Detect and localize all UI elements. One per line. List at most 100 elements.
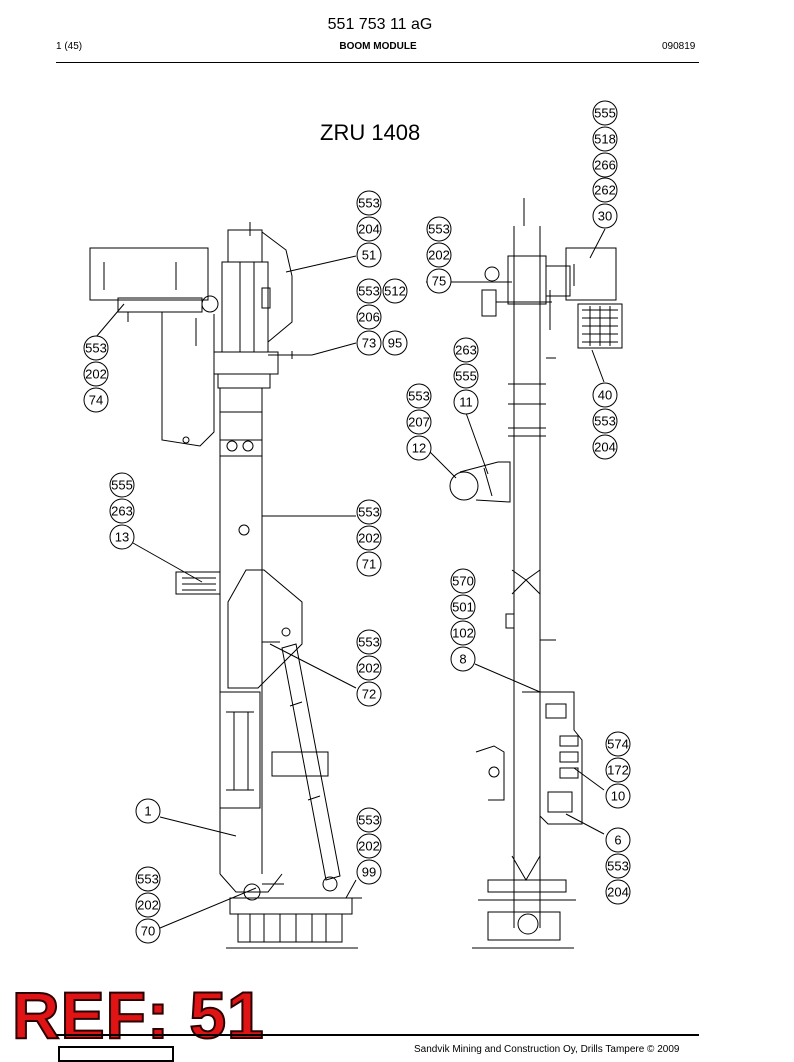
callout-circle — [592, 434, 618, 460]
callout-number: 555 — [455, 369, 477, 384]
callout-number: 207 — [408, 415, 430, 430]
doc-date: 090819 — [662, 41, 696, 52]
footer-text: Sandvik Mining and Construction Oy, Dril… — [414, 1044, 680, 1055]
callout-number: 202 — [85, 367, 107, 382]
model-title: ZRU 1408 — [320, 120, 421, 145]
callout-number: 553 — [594, 414, 616, 429]
callout-number: 266 — [594, 158, 616, 173]
callout-circle — [450, 568, 476, 594]
callout-circle — [453, 389, 479, 415]
footer-rule — [56, 1034, 699, 1036]
callout-circle — [406, 435, 432, 461]
callout-number: 51 — [362, 248, 376, 263]
callout-circle — [356, 833, 382, 859]
callout-number: 202 — [358, 531, 380, 546]
callout-number: 204 — [358, 222, 380, 237]
callout-number: 40 — [598, 388, 612, 403]
callout-number: 13 — [115, 530, 129, 545]
callout-circle — [406, 383, 432, 409]
right-boom-view — [449, 198, 623, 949]
callout-number: 1 — [144, 804, 151, 819]
callout-number: 553 — [358, 196, 380, 211]
callout-number: 262 — [594, 183, 616, 198]
callout-circle — [605, 853, 631, 879]
callout-number: 72 — [362, 687, 376, 702]
callout-circle — [592, 126, 618, 152]
callout-circle — [453, 337, 479, 363]
callout-number: 8 — [459, 652, 466, 667]
callout-number: 555 — [111, 478, 133, 493]
callout-circle — [83, 335, 109, 361]
callout-number: 71 — [362, 557, 376, 572]
callout-number: 204 — [607, 885, 629, 900]
callout-circle — [382, 330, 408, 356]
callout-circle — [605, 879, 631, 905]
brand-logo — [58, 1046, 174, 1062]
callout-number: 10 — [611, 789, 625, 804]
callout-number: 553 — [358, 813, 380, 828]
header-rule — [56, 62, 699, 63]
callout-circle — [382, 278, 408, 304]
callout-circle — [592, 203, 618, 229]
callout-circle — [426, 268, 452, 294]
callout-number: 172 — [607, 763, 629, 778]
callout-number: 6 — [614, 833, 621, 848]
callout-circle — [605, 827, 631, 853]
callout-circle — [592, 152, 618, 178]
callout-circle — [135, 892, 161, 918]
callout-number: 202 — [358, 661, 380, 676]
callout-number: 204 — [594, 440, 616, 455]
callout-circle — [135, 798, 161, 824]
callout-circle — [453, 363, 479, 389]
callout-number: 202 — [137, 898, 159, 913]
callout-circle — [592, 177, 618, 203]
callout-circle — [356, 242, 382, 268]
callout-circle — [356, 859, 382, 885]
callout-number: 553 — [137, 872, 159, 887]
callout-number: 12 — [412, 441, 426, 456]
callout-number: 263 — [111, 504, 133, 519]
page-count: 1 (45) — [56, 41, 83, 52]
callout-circle — [426, 242, 452, 268]
callout-circle — [356, 629, 382, 655]
callout-circle — [406, 409, 432, 435]
callout-number: 11 — [459, 395, 473, 410]
callout-circle — [109, 524, 135, 550]
callout-circle — [356, 278, 382, 304]
callout-circle — [450, 646, 476, 672]
callout-number: 553 — [85, 341, 107, 356]
callout-circle — [356, 655, 382, 681]
callout-number: 553 — [358, 284, 380, 299]
callout-number: 553 — [607, 859, 629, 874]
callout-circle — [356, 681, 382, 707]
callout-number: 95 — [388, 336, 402, 351]
callout-number: 75 — [432, 274, 446, 289]
callout-number: 501 — [452, 600, 474, 615]
callout-number: 99 — [362, 865, 376, 880]
ref-stamp: REF: 51 — [11, 978, 265, 1052]
section-title: BOOM MODULE — [339, 41, 417, 52]
callout-circle — [605, 731, 631, 757]
callout-number: 553 — [358, 505, 380, 520]
callout-circle — [135, 866, 161, 892]
callout-number: 74 — [89, 393, 103, 408]
callout-circle — [450, 594, 476, 620]
callout-number: 73 — [362, 336, 376, 351]
left-boom-view — [89, 222, 362, 949]
callout-circle — [356, 807, 382, 833]
callout-number: 70 — [141, 924, 155, 939]
leader-lines — [95, 228, 606, 929]
callout-circle — [83, 387, 109, 413]
callout-circle — [135, 918, 161, 944]
callout-circle — [109, 498, 135, 524]
callout-circle — [426, 216, 452, 242]
callout-circle — [83, 361, 109, 387]
callout-number: 553 — [428, 222, 450, 237]
callout-circle — [605, 783, 631, 809]
doc-number: 551 753 11 aG — [327, 16, 433, 33]
callout-circle — [605, 757, 631, 783]
callout-number: 202 — [358, 839, 380, 854]
callout-circle — [109, 472, 135, 498]
